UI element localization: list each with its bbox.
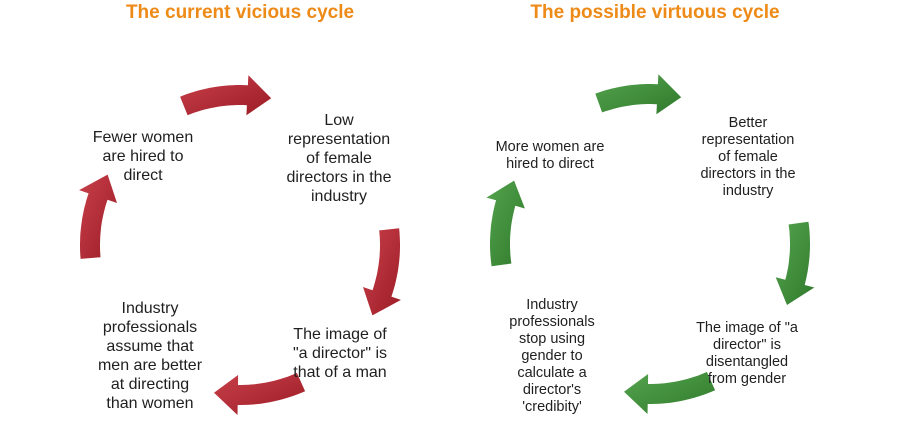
node-text-line: from gender — [707, 371, 787, 387]
vicious-node-professionals-assume: Industry professionals assume that men are … — [80, 299, 220, 413]
node-text-line: directors in the — [286, 169, 392, 186]
node-text-line: professionals — [102, 319, 198, 336]
virtuous-cycle-title: The possible virtuous cycle — [530, 2, 780, 23]
node-text-line: disentangled — [705, 354, 789, 370]
vicious-arrow-left — [79, 174, 117, 259]
node-text-line: of female — [718, 149, 778, 165]
node-text-line: director's — [522, 382, 582, 398]
virtuous-arrow-left — [486, 180, 525, 267]
node-text-line: Better — [728, 115, 768, 131]
node-text-line: More women are — [495, 139, 605, 155]
node-text-line: The image of — [293, 326, 387, 343]
node-text-line: industry — [722, 183, 774, 199]
node-text-line: stop using — [518, 331, 586, 347]
virtuous-arrow-bottom — [624, 371, 716, 414]
node-text-line: directors in the — [700, 166, 796, 182]
node-text-line: than women — [106, 395, 194, 412]
node-text-line: calculate a — [517, 365, 587, 381]
node-text-line: The image of "a — [696, 320, 798, 336]
vicious-arrow-right — [363, 228, 401, 316]
vicious-cycle-title: The current vicious cycle — [125, 2, 355, 23]
node-text-line: of female — [306, 150, 372, 167]
node-text-line: "a director" is — [292, 345, 388, 362]
node-text-line: men are better — [97, 357, 203, 374]
vicious-node-image-of-director: The image of "a director" is that of a man — [275, 325, 405, 382]
node-text-line: representation — [701, 132, 795, 148]
vicious-arrow-top — [180, 75, 272, 116]
virtuous-arrow-top — [595, 74, 682, 115]
node-text-line: at directing — [110, 376, 190, 393]
vicious-node-low-representation: Low representation of female directors in t… — [268, 111, 410, 206]
node-text-line: professionals — [509, 314, 595, 330]
node-text-line: gender to — [521, 348, 583, 364]
node-text-line: Low — [324, 112, 354, 129]
virtuous-arrow-right — [775, 221, 815, 305]
node-text-line: Industry — [121, 300, 179, 317]
node-text-line: Fewer women — [92, 129, 194, 146]
node-text-line: 'credibity' — [522, 399, 582, 415]
node-text-line: that of a man — [293, 364, 387, 381]
node-text-line: industry — [310, 188, 368, 205]
node-text-line: assume that — [106, 338, 194, 355]
vicious-arrow-bottom — [214, 372, 306, 415]
node-text-line: direct — [123, 167, 163, 184]
node-text-line: hired to direct — [506, 156, 594, 172]
vicious-node-fewer-women: Fewer women are hired to direct — [78, 128, 208, 185]
node-text-line: are hired to — [102, 148, 184, 165]
node-text-line: representation — [287, 131, 391, 148]
node-text-line: director" is — [713, 337, 781, 353]
node-text-line: Industry — [526, 297, 578, 313]
